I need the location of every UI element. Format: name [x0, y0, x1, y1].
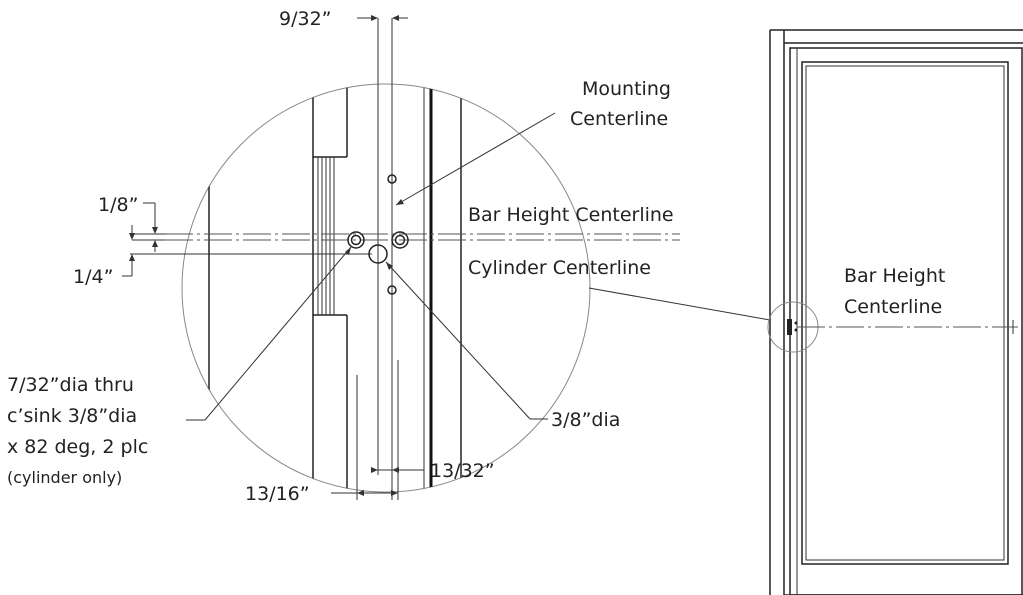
dim-9-32-label: 9/32” [279, 8, 332, 30]
cylinder-hole [368, 244, 388, 264]
dim-13-16-label: 13/16” [245, 483, 310, 505]
svg-text:Centerline: Centerline [570, 108, 668, 130]
center-hole-callout: 3/8”dia [385, 261, 620, 431]
dimension-bottom-left: 13/16” [245, 483, 398, 505]
bar-height-centerline-label: Bar Height Centerline [468, 204, 674, 226]
door-bar-height-label-2: Centerline [844, 296, 942, 318]
countersink-hole-right [391, 231, 409, 249]
mounting-centerline-callout: Mounting Centerline [395, 78, 671, 206]
door-leaf [789, 47, 1023, 595]
door-bar-height-label-1: Bar Height [844, 265, 945, 287]
mounting-hole-bottom [387, 285, 397, 295]
svg-text:c’sink 3/8”dia: c’sink 3/8”dia [7, 405, 137, 427]
dim-1-8-label: 1/8” [98, 194, 138, 216]
dim-1-4-label: 1/4” [73, 266, 113, 288]
detail-leader-line [588, 287, 771, 321]
svg-text:(cylinder only): (cylinder only) [7, 468, 122, 487]
mounting-hole-top [387, 174, 397, 184]
dim-13-32-label: 13/32” [430, 460, 495, 482]
svg-text:x 82 deg, 2 plc: x 82 deg, 2 plc [7, 436, 148, 458]
svg-text:Mounting: Mounting [582, 78, 671, 100]
dimension-bottom-right: 13/32” [371, 460, 495, 482]
dimension-left-small: 1/8” [98, 194, 165, 252]
hardware-mark [787, 319, 792, 335]
door-glass-panel [801, 61, 1009, 565]
detail-view [130, 18, 680, 500]
door-elevation: Bar Height Centerline [767, 29, 1023, 595]
svg-text:7/32”dia thru: 7/32”dia thru [7, 374, 134, 396]
svg-text:3/8”dia: 3/8”dia [551, 409, 620, 431]
countersink-hole-left [347, 231, 365, 249]
stile-profile [208, 84, 462, 492]
hole-spec-callout: 7/32”dia thru c’sink 3/8”dia x 82 deg, 2… [7, 246, 352, 487]
dimension-top: 9/32” [279, 8, 408, 30]
cylinder-centerline-label: Cylinder Centerline [468, 257, 651, 279]
detail-boundary-circle [181, 83, 591, 493]
dimension-left-large: 1/4” [73, 225, 135, 288]
